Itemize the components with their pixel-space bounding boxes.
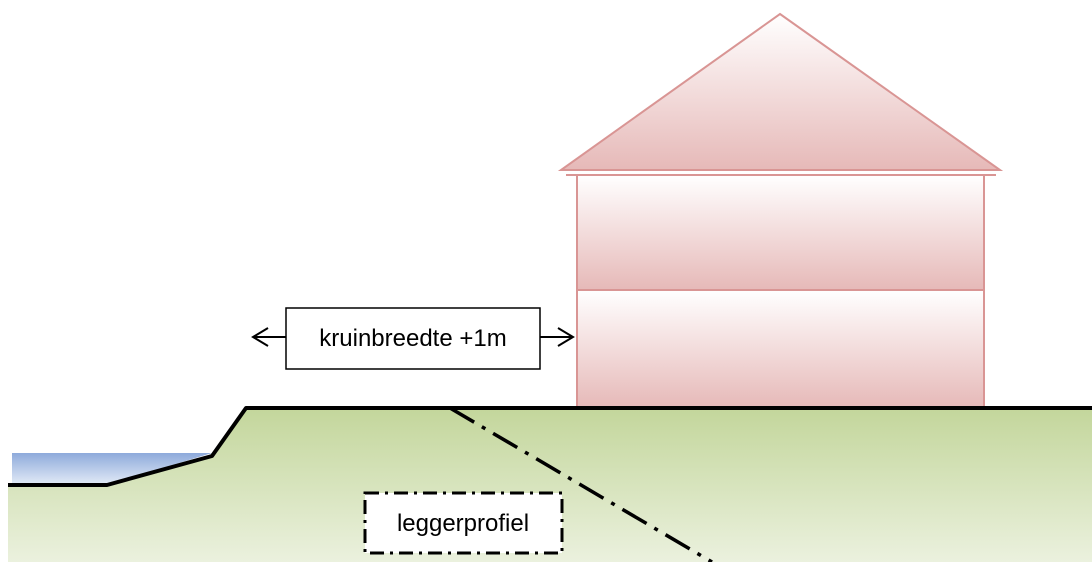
house-ground-floor xyxy=(576,289,985,409)
ledger-profile-label: leggerprofiel xyxy=(397,510,529,537)
house-roof xyxy=(557,12,1004,171)
dike-ground xyxy=(8,408,1092,562)
ledger-profile-line xyxy=(449,406,713,562)
crest-width-label-box xyxy=(285,307,541,370)
crest-width-label: kruinbreedte +1m xyxy=(319,325,506,352)
dike-profile-outline xyxy=(8,406,1092,487)
house-upper-floor xyxy=(576,174,985,291)
left-arrow-icon xyxy=(251,327,286,347)
right-arrow-icon xyxy=(540,327,575,347)
ledger-profile-label-box xyxy=(363,491,564,555)
water-body xyxy=(12,453,212,485)
